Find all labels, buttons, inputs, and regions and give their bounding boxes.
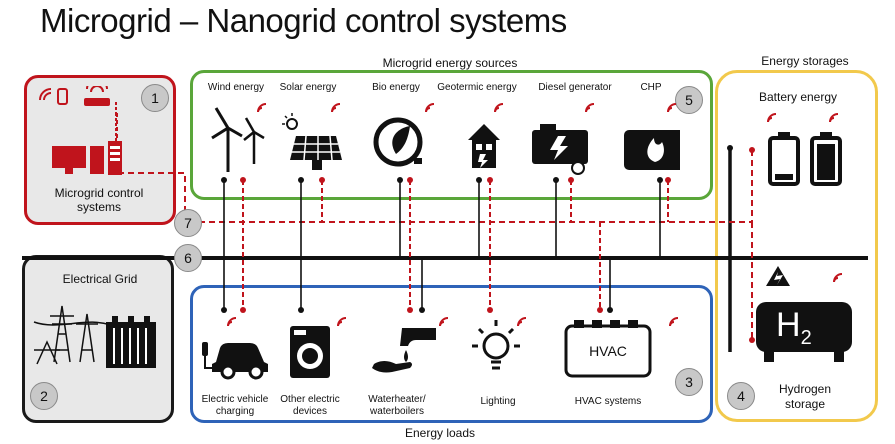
energy-storages-box [715, 70, 878, 422]
load-ev-line2: charging [215, 406, 255, 417]
loads-header: Energy loads [404, 426, 476, 440]
badge-line-7: 7 [174, 209, 202, 237]
energy-sources-box [190, 70, 713, 200]
badge-control: 1 [141, 84, 169, 112]
solar-panel-icon [282, 113, 342, 170]
load-water-line2: waterboilers [370, 406, 424, 417]
diesel-generator-icon [532, 124, 588, 175]
load-icons-row [202, 317, 679, 380]
source-label-bio: Bio energy [372, 82, 420, 93]
load-devices-line2: devices [293, 406, 327, 417]
battery-icon [767, 113, 842, 186]
hvac-unit-icon [564, 320, 652, 378]
load-label-hvac: HVAC systems [574, 396, 642, 407]
control-signal-line-7 [118, 172, 752, 223]
washing-machine-icon [290, 326, 330, 378]
geothermal-house-icon [468, 124, 500, 168]
load-label-devices: Other electric devices [274, 394, 346, 418]
badge-loads: 3 [675, 368, 703, 396]
badge-grid: 2 [30, 382, 58, 410]
load-ev-line1: Electric vehicle [201, 394, 269, 405]
battery-energy-label: Battery energy [758, 90, 838, 104]
h2-letter: H [776, 306, 801, 344]
light-bulb-icon [472, 320, 520, 370]
bio-energy-icon [373, 117, 423, 167]
control-label-line2: systems [76, 200, 121, 214]
control-systems-label: Microgrid control systems [34, 186, 164, 214]
load-label-waterheater: Waterheater/ waterboilers [356, 394, 438, 418]
source-label-wind: Wind energy [207, 82, 265, 93]
source-label-solar: Solar energy [279, 82, 337, 93]
hvac-text: HVAC [589, 343, 627, 359]
storages-header: Energy storages [761, 54, 849, 68]
load-devices-line1: Other electric [280, 394, 340, 405]
control-devices-icon [39, 86, 122, 175]
load-water-line1: Waterheater/ [368, 394, 426, 405]
load-label-ev: Electric vehicle charging [196, 394, 274, 418]
badge-line-6: 6 [174, 244, 202, 272]
water-tap-icon [372, 328, 436, 373]
electrical-grid-label: Electrical Grid [62, 272, 138, 286]
badge-storage: 4 [727, 382, 755, 410]
hydrogen-tank-icon [756, 266, 852, 362]
power-tower-transformer-icon [33, 305, 156, 368]
sources-header: Microgrid energy sources [382, 56, 518, 70]
hydrogen-line1: Hydrogen [778, 382, 832, 396]
electric-car-icon [202, 342, 268, 380]
badge-sources: 5 [675, 86, 703, 114]
source-label-chp: CHP [640, 82, 662, 93]
h2-subscript: 2 [800, 326, 812, 349]
source-icons-row [211, 103, 680, 175]
load-label-lighting: Lighting [480, 396, 516, 407]
wind-turbine-icon [211, 107, 265, 172]
page-title: Microgrid – Nanogrid control systems [40, 2, 567, 39]
hydrogen-line2: storage [784, 397, 826, 411]
control-label-line1: Microgrid control [54, 186, 144, 200]
source-label-geothermal: Geotermic energy [437, 82, 517, 93]
hydrogen-storage-label: Hydrogen storage [760, 382, 850, 412]
chp-flame-icon [624, 130, 680, 170]
source-label-diesel: Diesel generator [538, 82, 612, 93]
energy-loads-box [190, 285, 713, 423]
h2-symbol: H2 [776, 306, 812, 350]
